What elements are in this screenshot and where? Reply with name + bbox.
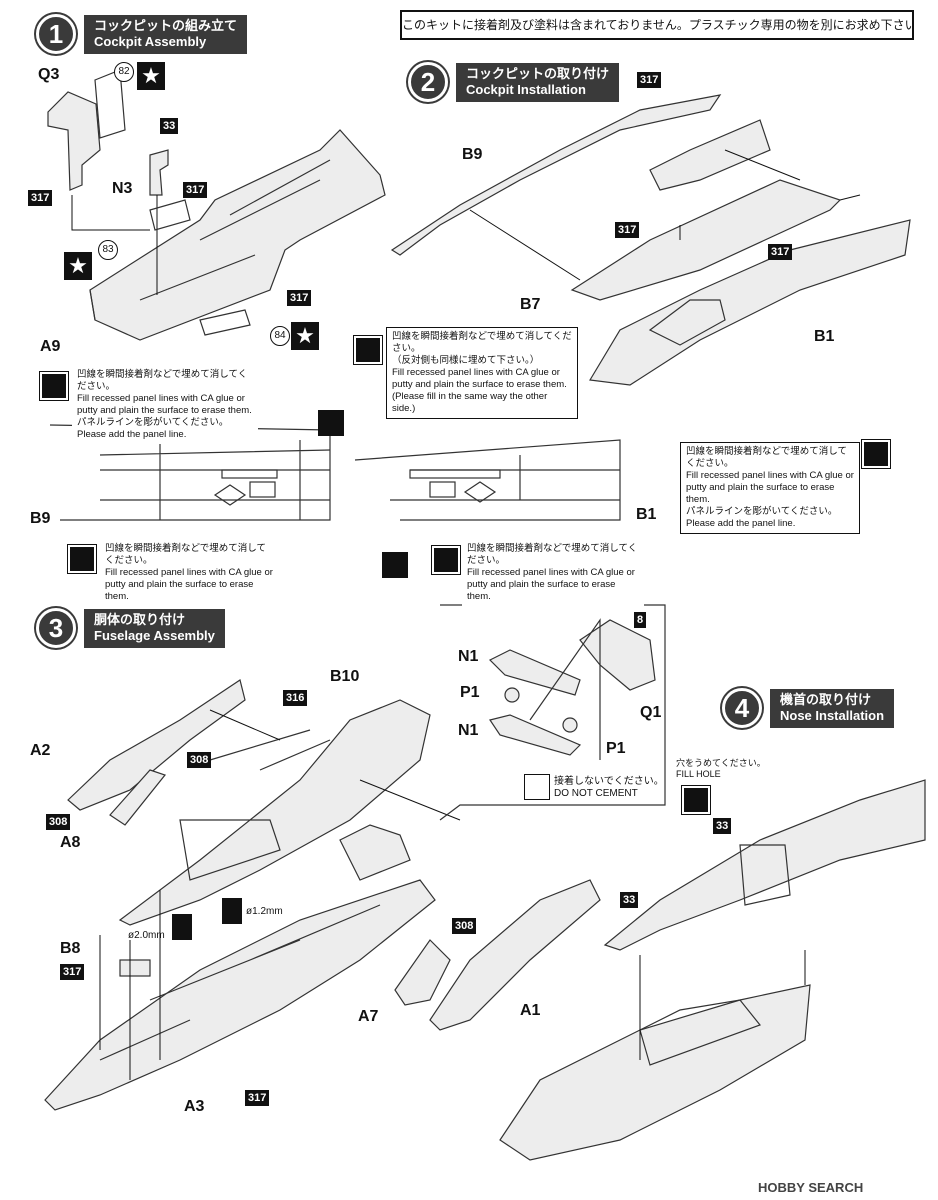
part-q1 xyxy=(579,619,656,691)
do-not-cement-icon xyxy=(524,774,550,800)
intake-a1 xyxy=(429,879,601,1031)
part-label: A2 xyxy=(30,742,51,759)
stick-n3 xyxy=(149,149,169,196)
star-icon: ★ xyxy=(291,322,319,350)
panel-a8 xyxy=(109,769,167,826)
color-tag: 317 xyxy=(615,222,640,238)
part-label: N3 xyxy=(112,180,133,197)
step-title: 胴体の取り付け Fuselage Assembly xyxy=(84,608,225,648)
color-tag: 317 xyxy=(287,290,312,306)
fill-lines-callout: 凹線を瞬間接着剤などで埋めて消してください。 Fill recessed pan… xyxy=(680,442,860,534)
color-tag: 8 xyxy=(634,612,647,628)
nose-upper xyxy=(603,779,926,951)
fill-hole-note: 穴をうめてください。 FILL HOLE xyxy=(676,758,766,779)
glue-icon xyxy=(40,372,68,400)
glue-icon xyxy=(354,336,382,364)
color-tag: 317 xyxy=(28,190,53,206)
step-number: 3 xyxy=(36,608,76,648)
part-label: B9 xyxy=(462,146,483,163)
watermark: HOBBY SEARCH xyxy=(758,1180,864,1195)
part-label: Q3 xyxy=(38,66,60,83)
drill-size: ø1.2mm xyxy=(246,906,283,917)
fuselage-b1 xyxy=(589,219,911,386)
decal-number: 83 xyxy=(98,240,118,260)
glue-icon xyxy=(862,440,890,468)
part-label: B1 xyxy=(636,506,657,523)
star-icon: ★ xyxy=(137,62,165,90)
glue-icon xyxy=(682,786,710,814)
cockpit-tub-b7 xyxy=(570,179,842,301)
fill-lines-callout: 凹線を瞬間接着剤などで埋めて消してください。 （反対側も同様に埋めて下さい。） … xyxy=(386,327,578,419)
color-tag: 308 xyxy=(46,814,71,830)
drill-size: ø2.0mm xyxy=(128,930,165,941)
step-1-header: 1 コックピットの組み立て Cockpit Assembly xyxy=(36,14,248,54)
do-not-cement-note: 接着しないでください。 DO NOT CEMENT xyxy=(554,776,664,799)
glue-icon xyxy=(432,546,460,574)
step-title: コックピットの組み立て Cockpit Assembly xyxy=(84,14,248,54)
part-label: Q1 xyxy=(640,704,662,721)
part-label: A8 xyxy=(60,834,81,851)
color-tag: 317 xyxy=(768,244,793,260)
drill-icon xyxy=(222,898,242,924)
color-tag: 317 xyxy=(245,1090,270,1106)
star-icon: ★ xyxy=(64,252,92,280)
color-tag: 317 xyxy=(183,182,208,198)
nose-lower xyxy=(499,984,811,1161)
color-tag: 316 xyxy=(283,690,308,706)
seat-q3 xyxy=(47,91,101,191)
cockpit-tub-a9 xyxy=(89,129,386,341)
step-4-header: 4 機首の取り付け Nose Installation xyxy=(722,688,895,728)
color-tag: 317 xyxy=(637,72,662,88)
step-number: 4 xyxy=(722,688,762,728)
part-label: A9 xyxy=(40,338,61,355)
fill-lines-callout: 凹線を瞬間接着剤などで埋めて消してください。 Fill recessed pan… xyxy=(462,540,644,606)
part-label: B10 xyxy=(330,668,360,685)
part-label: B8 xyxy=(60,940,81,957)
fill-lines-callout: 凹線を瞬間接着剤などで埋めて消してください。 Fill recessed pan… xyxy=(72,366,258,444)
step-3-header: 3 胴体の取り付け Fuselage Assembly xyxy=(36,608,225,648)
color-tag: 33 xyxy=(160,118,179,134)
color-tag: 33 xyxy=(713,818,732,834)
step-number: 2 xyxy=(408,62,448,102)
part-label: N1 xyxy=(458,648,479,665)
fuselage-half-b9 xyxy=(390,94,722,256)
fill-lines-callout: 凹線を瞬間接着剤などで埋めて消してください。 Fill recessed pan… xyxy=(100,540,280,606)
drill-icon xyxy=(172,914,192,940)
upper-fuselage-b10 xyxy=(118,699,431,926)
part-label: N1 xyxy=(458,722,479,739)
step-title: コックピットの取り付け Cockpit Installation xyxy=(456,62,620,102)
part-label: P1 xyxy=(460,684,480,701)
panel-line-icon xyxy=(382,552,408,578)
decal-number: 82 xyxy=(114,62,134,82)
part-label: A7 xyxy=(358,1008,379,1025)
decal-number: 84 xyxy=(270,326,290,346)
color-tag: 33 xyxy=(620,892,639,908)
step-title: 機首の取り付け Nose Installation xyxy=(770,688,895,728)
part-label: A1 xyxy=(520,1002,541,1019)
part-label: B7 xyxy=(520,296,541,313)
part-label: A3 xyxy=(184,1098,205,1115)
part-label: B1 xyxy=(814,328,835,345)
glue-icon xyxy=(68,545,96,573)
step-2-header: 2 コックピットの取り付け Cockpit Installation xyxy=(408,62,620,102)
canopy-a2 xyxy=(67,679,246,811)
tab-n1-upper xyxy=(488,649,581,696)
adhesive-notice: このキットに接着剤及び塗料は含まれておりません。プラスチック専用の物を別にお求め… xyxy=(400,10,914,40)
part-label: P1 xyxy=(606,740,626,757)
color-tag: 308 xyxy=(187,752,212,768)
panel-line-icon xyxy=(318,410,344,436)
step-number: 1 xyxy=(36,14,76,54)
lower-fuselage-a3 xyxy=(44,879,436,1111)
color-tag: 308 xyxy=(452,918,477,934)
tab-n1-lower xyxy=(489,714,582,756)
part-label: B9 xyxy=(30,510,51,527)
color-tag: 317 xyxy=(60,964,85,980)
intake-a7 xyxy=(394,939,451,1006)
